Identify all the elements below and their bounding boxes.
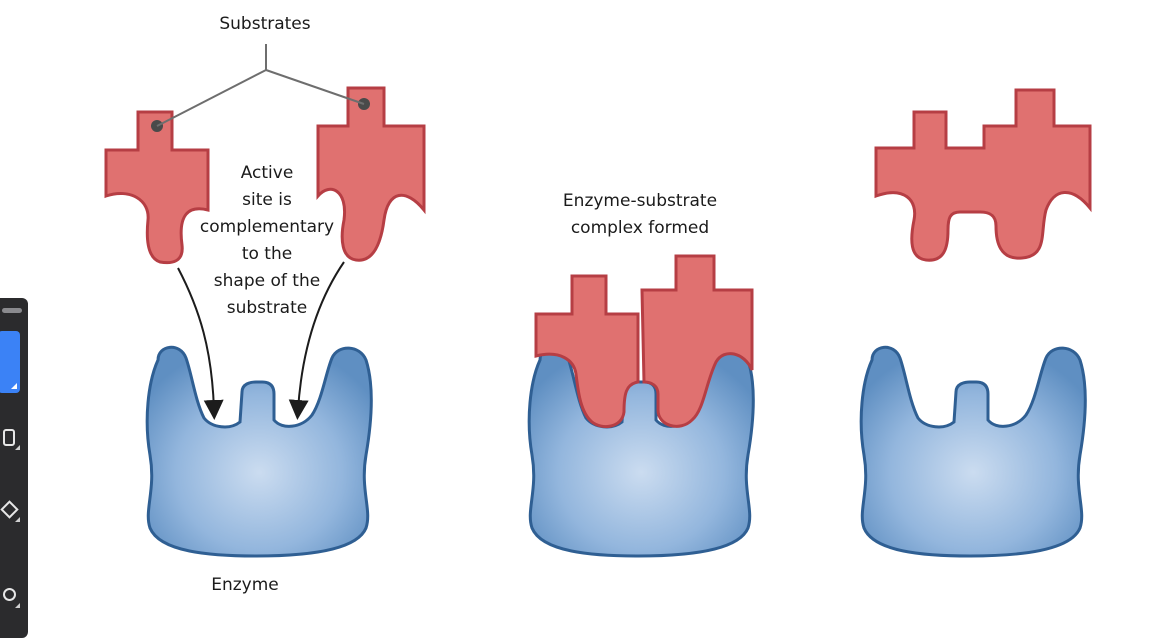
complex-line: Enzyme-substrate [562, 191, 718, 211]
active-site-label: Active site is complementary to the shap… [192, 160, 342, 322]
enzyme-right [859, 345, 1087, 558]
pen-tool-icon[interactable] [0, 426, 20, 450]
binding-arrows [177, 261, 345, 420]
active-site-line: complementary [199, 217, 335, 237]
complex-label: Enzyme-substrate complex formed [520, 188, 760, 242]
enzyme-middle [527, 345, 755, 558]
diagram-canvas [104, 44, 1092, 558]
active-site-line: Active [240, 163, 294, 183]
side-toolbar [0, 298, 28, 638]
substrates-label: Substrates [219, 14, 311, 34]
active-site-line: shape of the [213, 271, 321, 291]
substrates-pointer [156, 44, 365, 127]
product-joined [874, 88, 1092, 262]
toolbar-drag-handle[interactable] [2, 308, 22, 313]
shape-tool-icon[interactable] [0, 498, 20, 522]
complex-line: complex formed [570, 218, 710, 238]
active-site-line: to the [241, 244, 293, 264]
active-site-line: site is [242, 190, 292, 210]
substrate-complex-b [640, 254, 754, 428]
enzyme-left [145, 345, 373, 558]
enzyme-label: Enzyme [211, 575, 279, 595]
text-tool-icon[interactable] [0, 584, 20, 608]
active-site-line: substrate [226, 298, 308, 318]
select-tool-icon[interactable] [0, 331, 20, 393]
substrate-complex-a [534, 274, 640, 429]
